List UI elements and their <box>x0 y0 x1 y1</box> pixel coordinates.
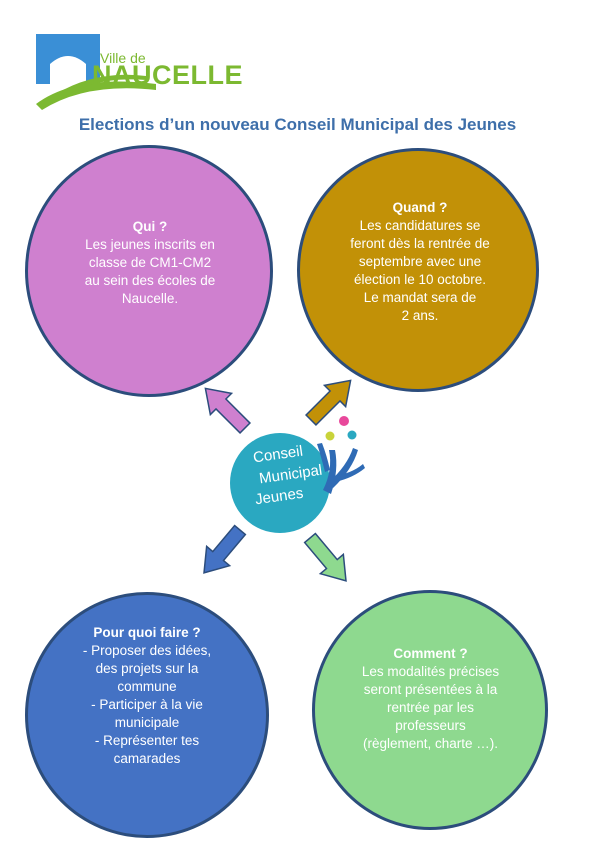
pour-quoi-faire-line: des projets sur la <box>95 661 199 676</box>
page-title: Elections d’un nouveau Conseil Municipal… <box>78 115 517 134</box>
pour-quoi-faire-line: municipale <box>114 715 180 730</box>
pour-quoi-faire-heading: Pour quoi faire ? <box>93 625 201 640</box>
qui-text: Qui ? Les jeunes inscrits en classe de C… <box>60 218 240 308</box>
quand-line: feront dès la rentrée de <box>350 236 490 251</box>
comment-line: (règlement, charte …). <box>362 736 499 751</box>
quand-line: septembre avec une <box>358 254 482 269</box>
arrow-to-comment <box>303 532 347 582</box>
pour-quoi-faire-line: commune <box>117 679 177 694</box>
naucelle-logo-graphic <box>36 34 156 110</box>
pour-quoi-faire-line: camarades <box>113 751 181 766</box>
quand-line: élection le 10 octobre. <box>353 272 487 287</box>
comment-line: rentrée par les <box>386 700 475 715</box>
qui-line: au sein des écoles de <box>84 273 216 288</box>
qui-ellipse <box>25 145 273 397</box>
comment-line: seront présentées à la <box>363 682 498 697</box>
qui-line: classe de CM1-CM2 <box>88 255 212 270</box>
quand-text: Quand ? Les candidatures se feront dès l… <box>330 199 510 325</box>
quand-line: Le mandat sera de <box>363 290 477 305</box>
quand-ellipse <box>297 148 539 392</box>
pour-quoi-faire-ellipse <box>25 592 269 838</box>
pour-quoi-faire-text: Pour quoi faire ? - Proposer des idées, … <box>62 624 232 768</box>
quand-heading: Quand ? <box>392 200 448 215</box>
comment-line: Les modalités précises <box>361 664 500 679</box>
conseil-municipal-jeunes-logo: Conseil Municipal Jeunes <box>225 410 375 535</box>
pour-quoi-faire-line: - Participer à la vie <box>91 697 203 712</box>
naucelle-logo <box>36 34 256 110</box>
arrow-to-qui <box>204 387 252 435</box>
qui-heading: Qui ? <box>132 219 168 234</box>
qui-line: Les jeunes inscrits en <box>85 237 215 252</box>
logo-town-name: NAUCELLE <box>92 60 243 90</box>
cmj-logo-graphic <box>230 416 365 533</box>
arrow-to-quand <box>304 379 352 427</box>
logo-ville-text: Ville de <box>100 50 146 66</box>
comment-heading: Comment ? <box>393 646 468 661</box>
comment-line: professeurs <box>395 718 466 733</box>
qui-line: Naucelle. <box>121 291 179 306</box>
quand-line: Les candidatures se <box>359 218 481 233</box>
pour-quoi-faire-line: - Représenter tes <box>94 733 200 748</box>
arrow-to-pour-quoi-faire <box>203 524 247 574</box>
pour-quoi-faire-line: - Proposer des idées, <box>82 643 212 658</box>
comment-ellipse <box>312 590 548 830</box>
comment-text: Comment ? Les modalités précises seront … <box>338 645 523 753</box>
quand-line: 2 ans. <box>401 308 439 323</box>
